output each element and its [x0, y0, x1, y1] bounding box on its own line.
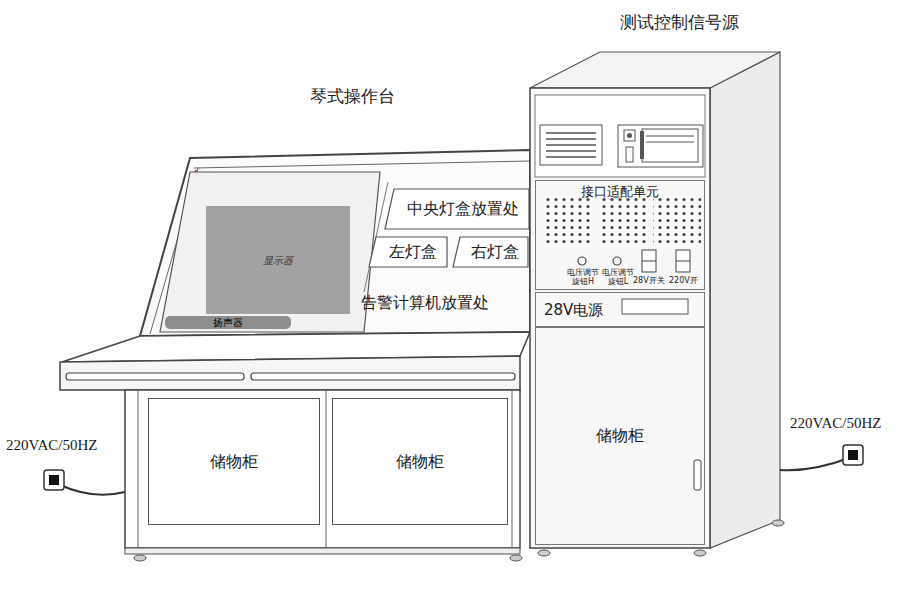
- switch: [676, 250, 690, 272]
- socket-hole: [49, 475, 59, 485]
- wall-socket: [843, 445, 863, 465]
- console-top-edge: [194, 161, 530, 168]
- door-handle: [694, 460, 701, 490]
- switch-line: [642, 261, 656, 262]
- power-label: 220VAC/50HZ: [790, 414, 881, 432]
- node-text: 左灯盒: [389, 242, 437, 261]
- monitor-frame: [160, 172, 380, 332]
- socket-hole: [848, 450, 858, 460]
- base-pillar: [138, 390, 139, 548]
- cabinet-front: [530, 88, 710, 548]
- storage-cabinet-door: 储物柜: [148, 398, 320, 525]
- node-text: 接口适配单元: [581, 184, 659, 200]
- left-lightbox: 左灯盒: [368, 236, 448, 268]
- vent-box: [540, 125, 602, 165]
- right-lightbox: 右灯盒: [452, 236, 529, 268]
- dot-grid: [598, 198, 646, 247]
- knob: [578, 257, 586, 265]
- desk-slot: [251, 373, 515, 380]
- speaker-bar: 扬声器: [165, 316, 291, 329]
- knob: [613, 257, 621, 265]
- foot: [134, 555, 146, 561]
- slat: [546, 144, 596, 145]
- display-screen: 显示器: [206, 206, 350, 314]
- dot-grid: [653, 198, 701, 247]
- power-cord: [780, 458, 849, 470]
- foot: [538, 550, 550, 556]
- knob-label: 电压调节 旋钮H: [566, 268, 600, 286]
- slat: [546, 150, 596, 151]
- switch-line: [676, 261, 690, 262]
- box-outline-shape: [385, 189, 529, 229]
- cabinet: [530, 52, 784, 556]
- console-sloped-panel: [140, 150, 530, 336]
- console-title: 琴式操作台: [310, 86, 395, 106]
- base-pillar: [326, 390, 327, 548]
- storage-cabinet-door: 储物柜: [332, 398, 508, 525]
- unit-line: [646, 142, 694, 143]
- slat: [546, 138, 596, 139]
- node-text: 显示器: [263, 255, 293, 266]
- wall-socket: [44, 470, 64, 490]
- slat: [546, 156, 596, 157]
- unit-button: [624, 130, 635, 141]
- storage-cabinet-door: 储物柜: [535, 326, 705, 545]
- unit-button-dot: [627, 133, 632, 138]
- desk-front-strip: [60, 356, 520, 390]
- power-left: [44, 470, 125, 495]
- base-plinth: [125, 548, 520, 554]
- top-panel: [535, 95, 705, 177]
- desk-slot: [66, 373, 244, 380]
- switch-label: 28V开关: [633, 276, 665, 286]
- switch-label: 220V开: [669, 276, 698, 286]
- node-text: 储物柜: [210, 452, 258, 471]
- cabinet-side: [710, 52, 780, 548]
- console: [60, 150, 530, 561]
- node-text: 右灯盒: [471, 242, 519, 261]
- center-lightbox-area: 中央灯盒放置处: [384, 188, 530, 230]
- node-text: 中央灯盒放置处: [407, 199, 519, 218]
- dot-grid: [543, 198, 591, 247]
- unit-slot: [626, 147, 633, 162]
- foot: [694, 550, 706, 556]
- base-pillar: [512, 390, 513, 548]
- power-display: [622, 299, 688, 314]
- knob-label: 电压调节 旋钮L: [601, 268, 635, 286]
- power-label: 220VAC/50HZ: [6, 436, 97, 454]
- cabinet-title: 测试控制信号源: [620, 12, 739, 32]
- switch: [642, 250, 656, 272]
- node-text: 储物柜: [596, 426, 644, 445]
- foot: [772, 520, 784, 526]
- control-unit: [618, 125, 703, 167]
- unit-line: [646, 136, 694, 137]
- vent-slats: [546, 133, 596, 157]
- node-text: 储物柜: [396, 452, 444, 471]
- power-right: [780, 445, 863, 470]
- console-base: [125, 390, 520, 548]
- node-text: 28V电源: [544, 301, 603, 319]
- area-label: 告警计算机放置处: [361, 293, 489, 312]
- power-28v-panel: 28V电源: [535, 292, 705, 328]
- cabinet-top: [530, 52, 780, 88]
- foot: [510, 555, 522, 561]
- unit-display: [642, 129, 698, 162]
- node-text: 扬声器: [213, 317, 243, 328]
- power-cord: [58, 484, 125, 495]
- box-outline-shape: [369, 237, 447, 267]
- slat: [546, 132, 596, 133]
- unit-tab: [640, 131, 644, 159]
- box-outline-shape: [453, 237, 528, 267]
